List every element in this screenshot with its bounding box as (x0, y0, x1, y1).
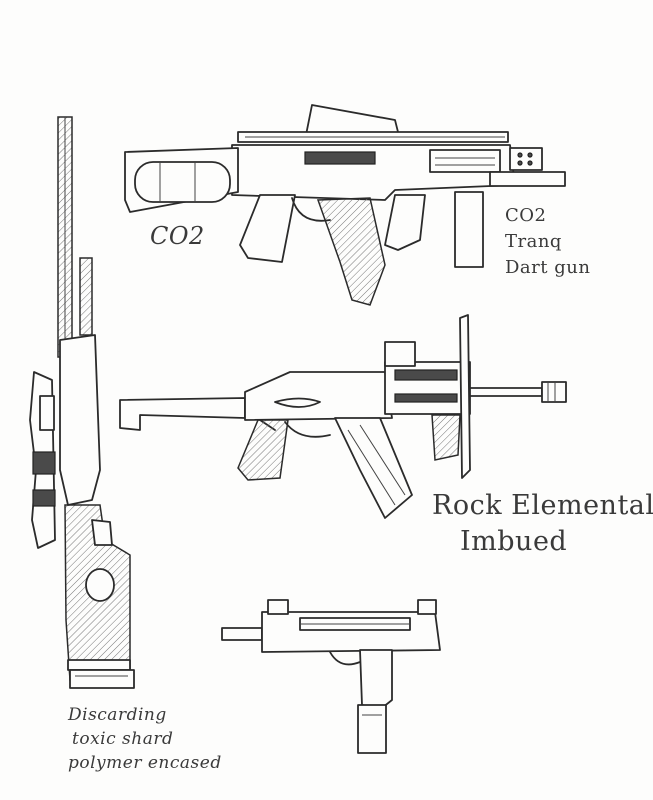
rock-note-line-1: Rock Elemental (432, 490, 653, 521)
tranq-note-line-2: Tranq (505, 231, 562, 252)
rock-elemental-note: Rock Elemental Imbued (432, 488, 653, 560)
rock-note-line-2: Imbued (460, 526, 568, 557)
co2-tranq-dart-gun-sketch (124, 104, 566, 306)
co2-label: CO2 (150, 222, 205, 250)
rock-elemental-assault-rifle-sketch (119, 314, 567, 519)
tranq-note-line-3: Dart gun (505, 257, 591, 278)
discarding-note-line-2: toxic shard (72, 729, 174, 749)
sniper-rifle-sketch (29, 116, 135, 689)
discarding-note-line-1: Discarding (68, 705, 167, 725)
compact-smg-sketch (221, 599, 441, 754)
tranq-note-line-1: CO2 (505, 205, 547, 226)
discarding-note-line-3: polymer encased (68, 753, 222, 773)
discarding-note: Discarding toxic shard polymer encased (68, 703, 222, 775)
tranq-dart-note: CO2 Tranq Dart gun (505, 203, 590, 281)
